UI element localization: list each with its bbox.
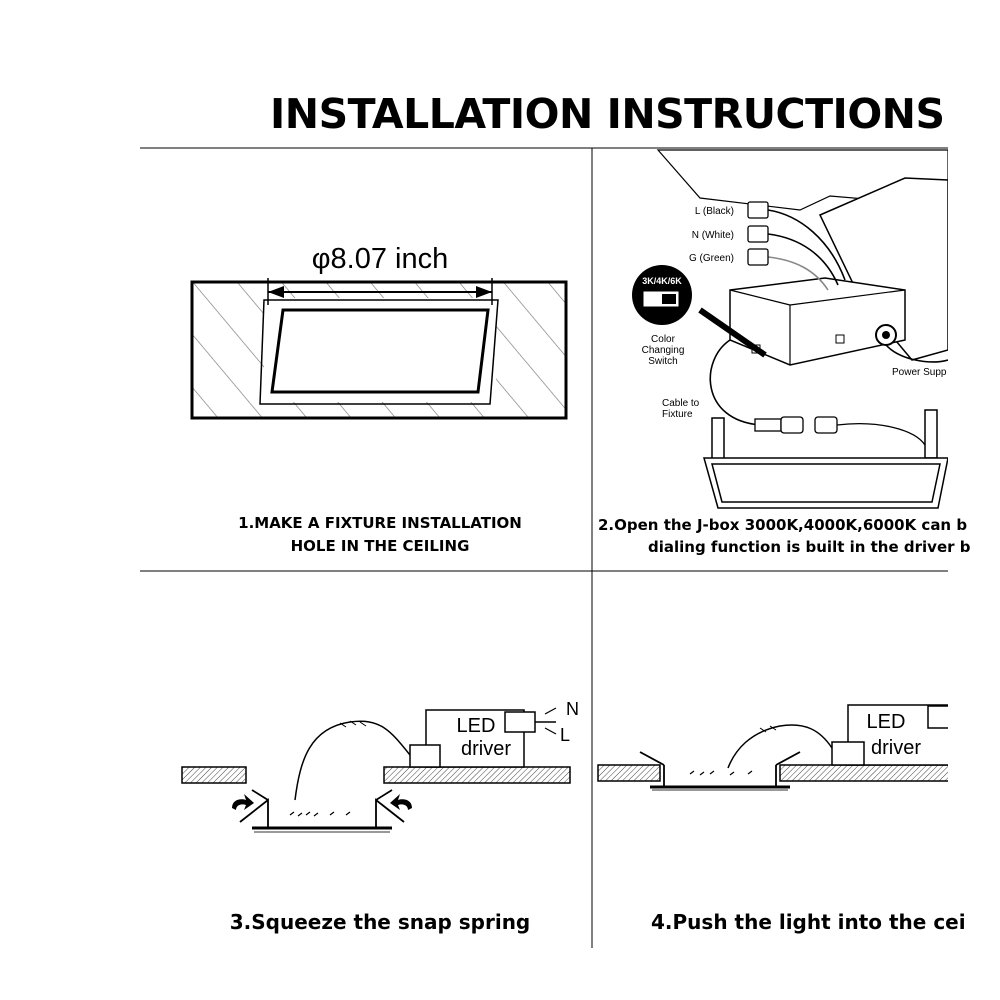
wire-n-label: N (White) xyxy=(692,230,734,241)
step2-caption-line1: 2.Open the J-box 3000K,4000K,6000K can b xyxy=(598,516,968,534)
led-driver-box-4: LED driver xyxy=(831,704,948,766)
dimension-label: φ8.07 inch xyxy=(312,243,449,275)
step1-caption-line1: 1.MAKE A FIXTURE INSTALLATION xyxy=(238,514,522,532)
switch-desc-1: Color xyxy=(651,334,676,345)
step1-caption-line2: HOLE IN THE CEILING xyxy=(290,537,470,555)
switch-desc-3: Switch xyxy=(648,356,677,367)
squeeze-arrows xyxy=(232,794,412,810)
wire-l-label: L (Black) xyxy=(695,206,734,217)
cable-loop-4 xyxy=(727,724,833,769)
step1-caption: 1.MAKE A FIXTURE INSTALLATION HOLE IN TH… xyxy=(180,512,580,558)
driver-label-2: driver xyxy=(461,738,511,760)
n-label: N xyxy=(566,699,579,719)
fixture xyxy=(703,409,948,509)
step2-caption-line2: dialing function is built in the driver … xyxy=(648,538,971,556)
step3-caption: 3.Squeeze the snap spring xyxy=(229,910,531,934)
wire-nuts xyxy=(747,201,769,266)
cable-label-2: Fixture xyxy=(662,409,693,420)
switch-desc-2: Changing xyxy=(642,345,685,356)
l-label: L xyxy=(560,725,570,745)
ceiling-board-4 xyxy=(597,764,948,782)
wire-g-label: G (Green) xyxy=(689,253,734,264)
led-driver-box: LED driver N L xyxy=(409,699,579,768)
dimension-arrow xyxy=(267,278,493,305)
wires xyxy=(709,209,948,426)
driver4-label-1: LED xyxy=(867,711,906,733)
cable-connector xyxy=(754,416,926,446)
ceiling-cross-section xyxy=(190,280,568,420)
color-switch-callout: 3K/4K/6K xyxy=(632,265,767,358)
cable-loop xyxy=(294,720,411,801)
page-title: INSTALLATION INSTRUCTIONS xyxy=(270,90,945,138)
driver-label-1: LED xyxy=(457,715,496,737)
ceiling-board xyxy=(181,766,571,784)
step4-caption: 4.Push the light into the cei xyxy=(651,910,966,934)
driver4-label-2: driver xyxy=(871,737,921,759)
switch-label: 3K/4K/6K xyxy=(642,276,682,286)
fixture-with-springs xyxy=(239,789,405,833)
junction-box xyxy=(729,177,948,366)
cable-label-1: Cable to xyxy=(662,398,700,409)
step2-caption: 2.Open the J-box 3000K,4000K,6000K can b… xyxy=(598,514,971,558)
installed-fixture xyxy=(639,751,801,791)
power-supply-label: Power Supp xyxy=(892,367,947,378)
